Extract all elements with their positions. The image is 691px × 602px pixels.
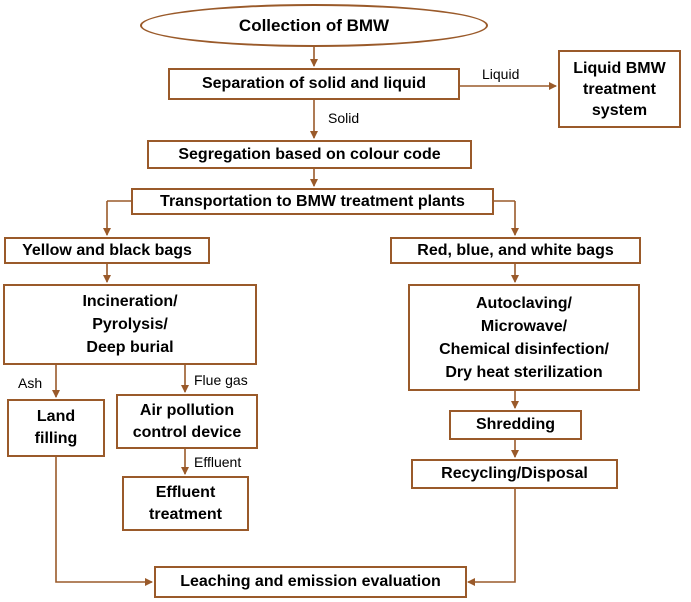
node-collection-of-bmw: Collection of BMW [140, 4, 488, 47]
node-separation: Separation of solid and liquid [168, 68, 460, 100]
edge-label-effluent: Effluent [194, 454, 242, 470]
arrow-recycling-to-leaching [467, 488, 516, 586]
node-segregation: Segregation based on colour code [147, 140, 472, 169]
node-transportation: Transportation to BMW treatment plants [131, 188, 494, 215]
node-incineration: Incineration/ Pyrolysis/ Deep burial [3, 284, 257, 365]
node-yellow-black-bags: Yellow and black bags [4, 237, 210, 264]
arrow-land-filling-to-leaching [55, 457, 153, 586]
node-effluent-treatment: Effluent treatment [122, 476, 249, 531]
node-recycling-disposal: Recycling/Disposal [411, 459, 618, 489]
edge-label-solid: Solid [328, 110, 360, 126]
node-shredding: Shredding [449, 410, 582, 440]
node-leaching-emission: Leaching and emission evaluation [154, 566, 467, 598]
node-autoclaving: Autoclaving/ Microwave/ Chemical disinfe… [408, 284, 640, 391]
edge-label-liquid: Liquid [482, 66, 520, 82]
node-red-blue-white-bags: Red, blue, and white bags [390, 237, 641, 264]
node-liquid-bmw-treatment-system: Liquid BMW treatment system [558, 50, 681, 128]
edge-label-flue-gas: Flue gas [194, 372, 248, 388]
edge-label-ash: Ash [18, 375, 43, 391]
node-land-filling: Land filling [7, 399, 105, 457]
node-air-pollution-control: Air pollution control device [116, 394, 258, 449]
